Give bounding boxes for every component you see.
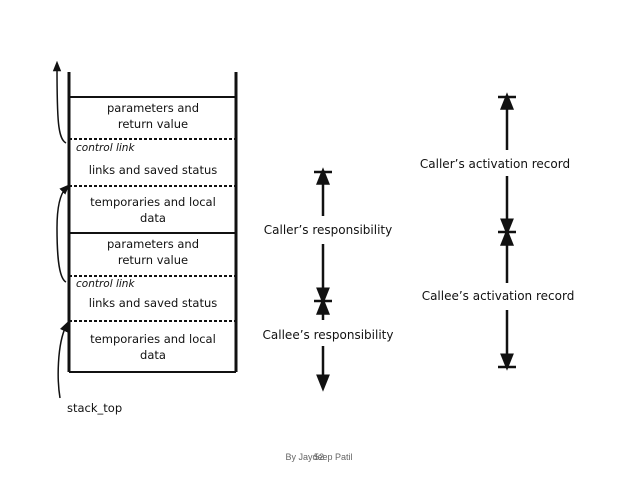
footer-page-number: 52 bbox=[314, 452, 324, 462]
stack-top-arrow bbox=[57, 321, 69, 399]
stack bbox=[67, 72, 238, 373]
caller-activation-record-label: Caller’s activation record bbox=[420, 157, 570, 171]
control-link-arrow-top bbox=[52, 60, 67, 144]
frame2-params-line1: parameters and bbox=[107, 237, 199, 251]
callee-activation-record-label: Callee’s activation record bbox=[422, 289, 575, 303]
stack-top-label: stack_top bbox=[67, 401, 122, 415]
frame1-links-status: links and saved status bbox=[89, 163, 218, 177]
footer-author: By Jaydeep Patil bbox=[285, 452, 352, 462]
callee-responsibility-label: Callee’s responsibility bbox=[263, 328, 394, 342]
frame1-temps-line2: data bbox=[140, 211, 166, 225]
frame2-control-link: control link bbox=[76, 278, 135, 290]
frame2-temps-line1: temporaries and local bbox=[90, 332, 216, 346]
frame1-params-line1: parameters and bbox=[107, 101, 199, 115]
frame2-temps-line2: data bbox=[140, 348, 166, 362]
frame1-params-line2: return value bbox=[118, 117, 188, 131]
caller-responsibility-label: Caller’s responsibility bbox=[264, 223, 392, 237]
frame2-params-line2: return value bbox=[118, 253, 188, 267]
frame1-control-link: control link bbox=[76, 142, 135, 154]
control-link-arrow-middle bbox=[56, 184, 70, 283]
frame2-links-status: links and saved status bbox=[89, 296, 218, 310]
frame1-temps-line1: temporaries and local bbox=[90, 195, 216, 209]
